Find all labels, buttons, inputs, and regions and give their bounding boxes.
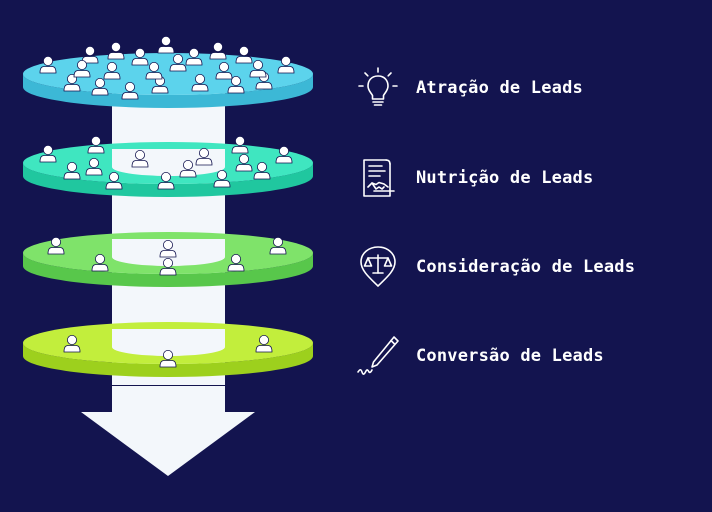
funnel-disc-3 — [23, 232, 313, 287]
funnel-disc-1 — [23, 35, 313, 108]
stage-row-nutricao: Nutrição de Leads — [354, 156, 593, 200]
funnel-disc-4 — [23, 322, 313, 377]
stage-label: Consideração de Leads — [416, 257, 636, 277]
document-handshake-icon — [363, 159, 395, 197]
disc-side — [23, 253, 313, 287]
stage-label: Nutrição de Leads — [416, 168, 594, 188]
person-icon — [107, 41, 125, 60]
down-arrow — [81, 386, 255, 476]
cylinder-segment — [112, 329, 225, 356]
person-icon — [81, 45, 99, 64]
person-icon — [235, 45, 253, 64]
stage-label: Conversão de Leads — [416, 346, 604, 366]
disc-side — [23, 163, 313, 197]
funnel-disc-2 — [23, 135, 313, 197]
disc-side — [23, 343, 313, 377]
stage-row-atracao: Atração de Leads — [354, 66, 583, 110]
stage-row-conversao: Conversão de Leads — [354, 334, 604, 378]
stage-label: Atração de Leads — [416, 78, 583, 98]
disc-side — [23, 74, 313, 108]
scale-location-pin-icon — [360, 246, 396, 287]
funnel-discs — [23, 35, 313, 377]
person-icon — [209, 41, 227, 60]
lightbulb-icon — [358, 67, 398, 106]
pen-signature-icon — [357, 336, 399, 375]
stage-row-consideracao: Consideração de Leads — [354, 245, 635, 289]
person-icon — [157, 35, 175, 54]
